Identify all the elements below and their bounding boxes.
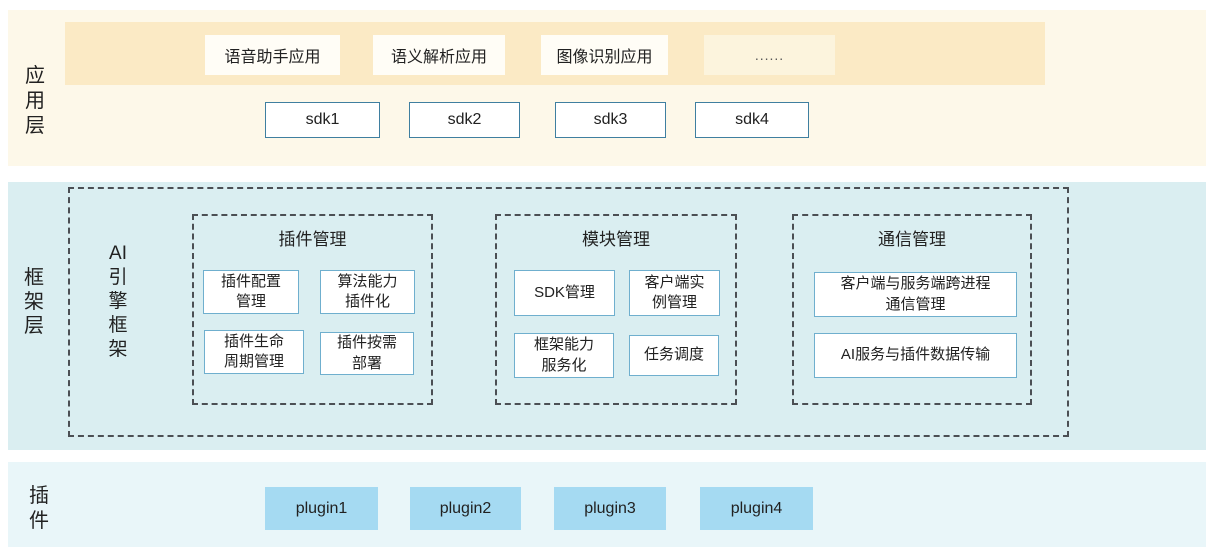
sdk2-box: sdk2 bbox=[409, 102, 520, 138]
ai-engine-framework-label: AI 引 擎 框 架 bbox=[96, 242, 140, 362]
communication-management-title: 通信管理 bbox=[878, 230, 946, 249]
framework-layer-label-char: 框 bbox=[24, 267, 44, 289]
plugin4-box: plugin4 bbox=[700, 487, 813, 530]
ai-engine-label-char: AI bbox=[109, 243, 127, 264]
app-box-semantic-parsing: 语义解析应用 bbox=[373, 35, 505, 75]
plugin-lifecycle-management-box: 插件生命 周期管理 bbox=[204, 330, 304, 374]
app-layer-label-char: 用 bbox=[25, 90, 45, 112]
app-layer-label-char: 应 bbox=[25, 65, 45, 87]
plugin-on-demand-deploy-box: 插件按需 部署 bbox=[320, 332, 414, 375]
app-layer-label: 应 用 层 bbox=[22, 64, 48, 139]
ai-engine-label-char: 架 bbox=[108, 339, 128, 360]
plugin-management-title: 插件管理 bbox=[278, 230, 347, 249]
framework-layer-label-char: 架 bbox=[24, 291, 44, 313]
sdk-management-box: SDK管理 bbox=[514, 270, 615, 316]
app-box-voice-assistant: 语音助手应用 bbox=[205, 35, 340, 75]
ai-service-plugin-data-transfer-box: AI服务与插件数据传输 bbox=[814, 333, 1017, 378]
ai-engine-framework-boundary bbox=[68, 187, 1069, 437]
framework-capability-service-box: 框架能力 服务化 bbox=[514, 333, 614, 378]
cross-process-communication-box: 客户端与服务端跨进程 通信管理 bbox=[814, 272, 1017, 317]
plugin-layer-label-char: 件 bbox=[29, 510, 49, 532]
framework-layer-label-char: 层 bbox=[24, 315, 44, 337]
plugin-config-management-box: 插件配置 管理 bbox=[203, 270, 299, 314]
ai-engine-label-char: 引 bbox=[108, 267, 128, 288]
app-box-image-recognition: 图像识别应用 bbox=[541, 35, 668, 75]
plugin-management-group: 插件管理 插件配置 管理 算法能力 插件化 插件生命 周期管理 插件按需 部署 bbox=[192, 214, 433, 405]
plugin-layer-label: 插 件 bbox=[26, 484, 52, 534]
ai-engine-label-char: 擎 bbox=[108, 291, 128, 312]
plugin1-box: plugin1 bbox=[265, 487, 378, 530]
sdk4-box: sdk4 bbox=[695, 102, 809, 138]
task-scheduling-box: 任务调度 bbox=[629, 335, 719, 376]
communication-management-group: 通信管理 客户端与服务端跨进程 通信管理 AI服务与插件数据传输 bbox=[792, 214, 1032, 405]
app-box-ellipsis: ...... bbox=[704, 35, 835, 75]
algorithm-pluginization-box: 算法能力 插件化 bbox=[320, 270, 415, 314]
client-instance-management-box: 客户端实 例管理 bbox=[629, 270, 720, 316]
sdk1-box: sdk1 bbox=[265, 102, 380, 138]
module-management-group: 模块管理 SDK管理 客户端实 例管理 框架能力 服务化 任务调度 bbox=[495, 214, 737, 405]
plugin-layer-label-char: 插 bbox=[29, 485, 49, 507]
sdk3-box: sdk3 bbox=[555, 102, 666, 138]
ai-engine-label-char: 框 bbox=[108, 315, 128, 336]
framework-layer-label: 框 架 层 bbox=[20, 266, 48, 338]
plugin3-box: plugin3 bbox=[554, 487, 666, 530]
module-management-title: 模块管理 bbox=[582, 230, 650, 249]
plugin2-box: plugin2 bbox=[410, 487, 521, 530]
app-layer-label-char: 层 bbox=[25, 115, 45, 137]
